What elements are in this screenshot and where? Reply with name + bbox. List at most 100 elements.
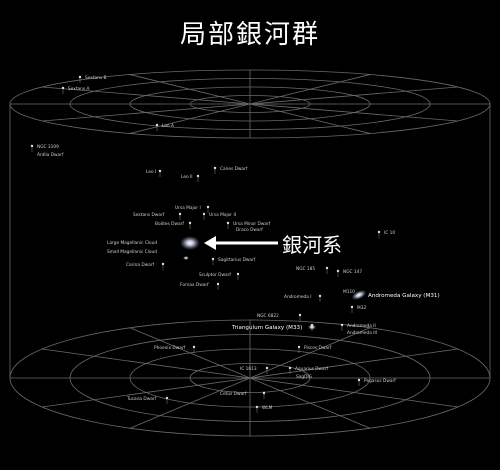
galaxy-label-pegasus-dwarf: Pegasus Dwarf	[364, 378, 396, 384]
andromeda-glow	[351, 290, 367, 300]
galaxy-label-andromeda: Andromeda Galaxy (M31)	[368, 293, 440, 299]
galaxy-label-ic-10: IC 10	[384, 230, 395, 236]
galaxy-label-leo-i: Leo I	[146, 169, 156, 175]
galaxy-label-ngc-147: NGC 147	[343, 269, 362, 275]
galaxy-marker-carina-dwarf	[161, 262, 165, 266]
galaxy-sculptor-dwarf: Sculptor Dwarf	[199, 272, 240, 278]
galaxy-label-draco-dwarf: Draco Dwarf	[236, 227, 263, 233]
galaxy-label-andromeda-i: Andromeda I	[284, 294, 312, 300]
galaxy-label-sextans-b: Sextans B	[85, 75, 106, 81]
galaxy-label-tucana-dwarf: Tucana Dwarf	[126, 396, 157, 402]
galaxy-label-sextans-dwarf: Sextans Dwarf	[133, 212, 165, 218]
galaxy-marker-ursa-major-i	[206, 205, 210, 209]
galaxy-andromeda-i: Andromeda I	[284, 294, 322, 300]
galaxy-glows	[180, 236, 367, 330]
galaxy-marker-wlm	[255, 405, 259, 409]
galaxy-label-antlia-dwarf: Antlia Dwarf	[37, 152, 64, 158]
galaxy-label-ursa-major-i: Ursa Major I	[175, 205, 201, 211]
galaxy-sextans-dwarf: Sextans Dwarf	[133, 212, 182, 218]
galaxy-label-leo-ii: Leo II	[181, 174, 193, 180]
galaxy-marker-andromeda-i	[318, 294, 322, 298]
galaxy-sagdig: SagDIG	[296, 374, 312, 380]
galaxy-label-ic-1613: IC 1613	[240, 366, 257, 372]
galaxy-marker-leo-ii	[196, 174, 200, 178]
galaxy-label-wlm: WLM	[262, 405, 273, 411]
galaxy-label-sculptor-dwarf: Sculptor Dwarf	[199, 272, 231, 278]
galaxy-lmc: Large Magellanic Cloud	[107, 240, 157, 246]
milky-way-label: 銀河系	[282, 233, 342, 257]
galaxy-phoenix-dwarf: Phoenix Dwarf	[154, 345, 196, 351]
galaxy-label-ngc-3109: NGC 3109	[37, 144, 59, 150]
galaxy-label-aquarius-dwarf: Aquarius Dwarf	[295, 366, 328, 372]
galaxy-leo-i: Leo I	[146, 169, 162, 175]
galaxy-marker-pegasus-dwarf	[357, 378, 361, 382]
galaxy-ngc-3109: NGC 3109	[30, 144, 59, 150]
galaxy-marker-ngc-3109	[30, 144, 34, 148]
galaxy-m110: M110	[343, 289, 355, 295]
galaxy-marker-ic-1613	[265, 366, 269, 370]
galaxy-ngc-185: NGC 185	[296, 266, 329, 272]
galaxy-marker-ursa-minor-dwarf	[226, 221, 230, 225]
galaxy-label-sagittarius-dwarf: Sagittarius Dwarf	[218, 257, 256, 263]
galaxy-pegasus-dwarf: Pegasus Dwarf	[357, 378, 396, 384]
galaxy-marker-leo-i	[158, 169, 162, 173]
galaxy-marker-ngc-147	[336, 269, 340, 273]
galaxy-ursa-minor-dwarf: Ursa Minor Dwarf	[226, 221, 271, 227]
galaxy-marker-sagittarius-dwarf	[211, 257, 215, 261]
galaxy-andromeda: Andromeda Galaxy (M31)	[368, 293, 440, 299]
galaxy-ic-1613: IC 1613	[240, 366, 269, 372]
galaxy-label-andromeda-ii: Andromeda II	[347, 323, 376, 329]
galaxy-label-m110: M110	[343, 289, 355, 295]
galaxy-label-carina-dwarf: Carina Dwarf	[126, 262, 155, 268]
galaxy-carina-dwarf: Carina Dwarf	[126, 262, 165, 268]
galaxy-ic-10: IC 10	[377, 230, 395, 236]
milky-way-arrow	[204, 236, 278, 250]
galaxy-leo-a: Leo A	[155, 123, 174, 129]
galaxy-marker-ic-10	[377, 230, 381, 234]
galaxy-ngc-6822: NGC 6822	[257, 313, 302, 319]
galaxy-label-sextans-a: Sextans A	[68, 86, 89, 92]
galaxy-label-canes-dwarf: Canes Dwarf	[220, 166, 248, 172]
galaxy-antlia-dwarf: Antlia Dwarf	[37, 152, 64, 158]
galaxy-marker-sextans-a	[61, 86, 65, 90]
milky-way-glow	[180, 236, 200, 250]
galaxy-m32: M32	[350, 305, 366, 311]
galaxy-sextans-a: Sextans A	[61, 86, 89, 92]
galaxy-marker-fornax-dwarf	[216, 282, 220, 286]
galaxy-label-bootes-dwarf: Boötes Dwarf	[155, 221, 184, 227]
triangulum-glow	[308, 324, 316, 330]
galaxy-marker-aquarius-dwarf	[288, 366, 292, 370]
diagram-title: 局部銀河群	[179, 20, 320, 50]
galaxy-cetus-dwarf: Cetus Dwarf	[220, 391, 266, 397]
galaxy-label-pisces-dwarf: Pisces Dwarf	[304, 345, 332, 351]
galaxy-label-andromeda-iii: Andromeda III	[347, 330, 377, 336]
galaxy-marker-ngc-185	[325, 266, 329, 270]
galaxy-marker-sextans-dwarf	[178, 212, 182, 216]
galaxy-ngc-147: NGC 147	[336, 269, 362, 275]
galaxy-andromeda-ii: Andromeda II	[340, 323, 376, 329]
galaxy-label-ngc-185: NGC 185	[296, 266, 315, 272]
galaxy-andromeda-iii: Andromeda III	[347, 330, 377, 336]
galaxy-marker-ngc-6822	[298, 313, 302, 317]
cylinder-frame	[9, 69, 491, 437]
galaxy-label-phoenix-dwarf: Phoenix Dwarf	[154, 345, 186, 351]
galaxy-fornax-dwarf: Fornax Dwarf	[180, 282, 220, 288]
galaxy-bootes-dwarf: Boötes Dwarf	[155, 221, 192, 227]
galaxy-label-cetus-dwarf: Cetus Dwarf	[220, 391, 247, 397]
galaxy-leo-ii: Leo II	[181, 174, 200, 180]
galaxy-label-ursa-minor-dwarf: Ursa Minor Dwarf	[233, 221, 271, 227]
galaxy-marker-andromeda-ii	[340, 323, 344, 327]
galaxy-marker-sculptor-dwarf	[236, 272, 240, 276]
galaxy-label-ngc-6822: NGC 6822	[257, 313, 279, 319]
galaxy-sagittarius-dwarf: Sagittarius Dwarf	[211, 257, 256, 263]
galaxy-label-sagdig: SagDIG	[296, 374, 312, 380]
galaxy-marker-phoenix-dwarf	[192, 345, 196, 349]
galaxy-smc: Small Magellanic Cloud	[107, 249, 157, 255]
galaxy-marker-leo-a	[155, 123, 159, 127]
galaxy-ursa-major-i: Ursa Major I	[175, 205, 210, 211]
galaxy-marker-bootes-dwarf	[188, 221, 192, 225]
galaxy-label-lmc: Large Magellanic Cloud	[107, 240, 157, 246]
galaxy-marker-ursa-major-ii	[202, 212, 206, 216]
galaxy-marker-m32	[350, 305, 354, 309]
